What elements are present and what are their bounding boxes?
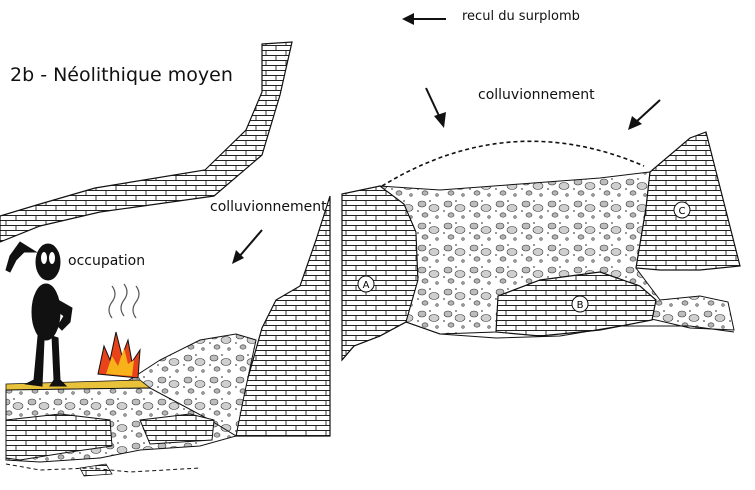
- human-figure-icon: [6, 242, 72, 386]
- label-colluvionnement-left: colluvionnement: [210, 200, 327, 214]
- right-section: A B C: [342, 13, 740, 360]
- block-a: [342, 186, 418, 360]
- fire-icon: [98, 284, 140, 378]
- arrow-recul: [402, 13, 446, 25]
- marker-c: C: [674, 202, 690, 218]
- label-colluvionnement-right: colluvionnement: [478, 88, 595, 102]
- arrow-colluvium-right-a: [426, 88, 446, 128]
- marker-b: B: [572, 296, 588, 312]
- arrow-colluvium-right-b: [628, 100, 660, 130]
- marker-a-label: A: [363, 280, 370, 291]
- marker-a: A: [358, 276, 374, 292]
- bedrock-mid: [140, 414, 214, 444]
- diagram-title: 2b - Néolithique moyen: [10, 66, 233, 85]
- label-occupation: occupation: [68, 254, 145, 268]
- marker-c-label: C: [679, 206, 686, 217]
- label-recul: recul du surplomb: [462, 10, 580, 23]
- left-section: [0, 42, 330, 476]
- block-c: [636, 132, 740, 270]
- cliff-wall: [236, 196, 330, 436]
- arrow-colluvium-left: [232, 230, 262, 264]
- marker-b-label: B: [577, 300, 584, 311]
